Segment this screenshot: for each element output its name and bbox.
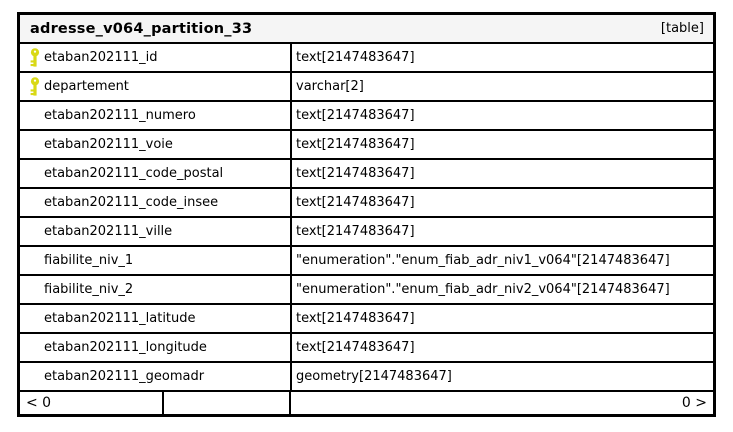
table-row[interactable]: etaban202111_longitude text[2147483647] [20,334,713,363]
column-name-cell: etaban202111_code_insee [20,189,292,216]
column-name-cell: etaban202111_numero [20,102,292,129]
table-title: adresse_v064_partition_33 [30,20,253,37]
column-name: etaban202111_numero [44,108,196,123]
table-row[interactable]: fiabilite_niv_1 "enumeration"."enum_fiab… [20,247,713,276]
column-type-cell: text[2147483647] [292,44,713,71]
column-name: etaban202111_ville [44,224,173,239]
column-type-cell: geometry[2147483647] [292,363,713,390]
column-name-cell: etaban202111_geomadr [20,363,292,390]
table-row[interactable]: etaban202111_numero text[2147483647] [20,102,713,131]
column-name-cell: fiabilite_niv_1 [20,247,292,274]
column-type-cell: text[2147483647] [292,334,713,361]
column-type: varchar[2] [296,79,364,94]
column-type: text[2147483647] [296,195,415,210]
column-name: fiabilite_niv_2 [44,282,134,297]
key-icon [30,77,40,96]
column-name-cell: fiabilite_niv_2 [20,276,292,303]
table-type-label: [table] [660,21,704,36]
table-row[interactable]: departement varchar[2] [20,73,713,102]
column-name-cell: etaban202111_latitude [20,305,292,332]
column-name-cell: etaban202111_longitude [20,334,292,361]
column-type: text[2147483647] [296,108,415,123]
column-name: etaban202111_longitude [44,340,207,355]
column-name-cell: etaban202111_voie [20,131,292,158]
column-name-cell: etaban202111_id [20,44,292,71]
column-type-cell: text[2147483647] [292,305,713,332]
table-header[interactable]: adresse_v064_partition_33 [table] [20,15,713,44]
column-type: text[2147483647] [296,340,415,355]
column-type: text[2147483647] [296,311,415,326]
table-row[interactable]: etaban202111_geomadr geometry[2147483647… [20,363,713,392]
table-row[interactable]: etaban202111_latitude text[2147483647] [20,305,713,334]
column-name: etaban202111_geomadr [44,369,205,384]
column-type-cell: text[2147483647] [292,218,713,245]
column-name-cell: departement [20,73,292,100]
column-type: geometry[2147483647] [296,369,452,384]
table-row[interactable]: etaban202111_code_insee text[2147483647] [20,189,713,218]
footer-incoming-count[interactable]: < 0 [20,392,164,414]
column-type-cell: text[2147483647] [292,131,713,158]
column-type: "enumeration"."enum_fiab_adr_niv2_v064"[… [296,282,670,297]
column-type: "enumeration"."enum_fiab_adr_niv1_v064"[… [296,253,670,268]
column-name: etaban202111_latitude [44,311,196,326]
table-footer: < 0 0 > [20,392,713,414]
column-name: etaban202111_voie [44,137,173,152]
column-type-cell: text[2147483647] [292,102,713,129]
column-type: text[2147483647] [296,224,415,239]
column-type: text[2147483647] [296,50,415,65]
column-type-cell: text[2147483647] [292,189,713,216]
column-name-cell: etaban202111_code_postal [20,160,292,187]
table-node[interactable]: adresse_v064_partition_33 [table] etaban… [17,12,716,417]
column-type: text[2147483647] [296,137,415,152]
footer-middle-cell [164,392,291,414]
table-row[interactable]: etaban202111_code_postal text[2147483647… [20,160,713,189]
table-row[interactable]: etaban202111_voie text[2147483647] [20,131,713,160]
column-name: fiabilite_niv_1 [44,253,134,268]
column-type-cell: text[2147483647] [292,160,713,187]
column-type-cell: varchar[2] [292,73,713,100]
column-name: etaban202111_code_insee [44,195,219,210]
column-type-cell: "enumeration"."enum_fiab_adr_niv1_v064"[… [292,247,713,274]
column-name: etaban202111_id [44,50,158,65]
column-name: departement [44,79,129,94]
table-row[interactable]: etaban202111_ville text[2147483647] [20,218,713,247]
column-type: text[2147483647] [296,166,415,181]
table-row[interactable]: fiabilite_niv_2 "enumeration"."enum_fiab… [20,276,713,305]
table-row[interactable]: etaban202111_id text[2147483647] [20,44,713,73]
column-name: etaban202111_code_postal [44,166,224,181]
key-icon [30,48,40,67]
column-rows-container: etaban202111_id text[2147483647] departe… [20,44,713,392]
column-type-cell: "enumeration"."enum_fiab_adr_niv2_v064"[… [292,276,713,303]
footer-outgoing-count[interactable]: 0 > [681,395,707,411]
column-name-cell: etaban202111_ville [20,218,292,245]
